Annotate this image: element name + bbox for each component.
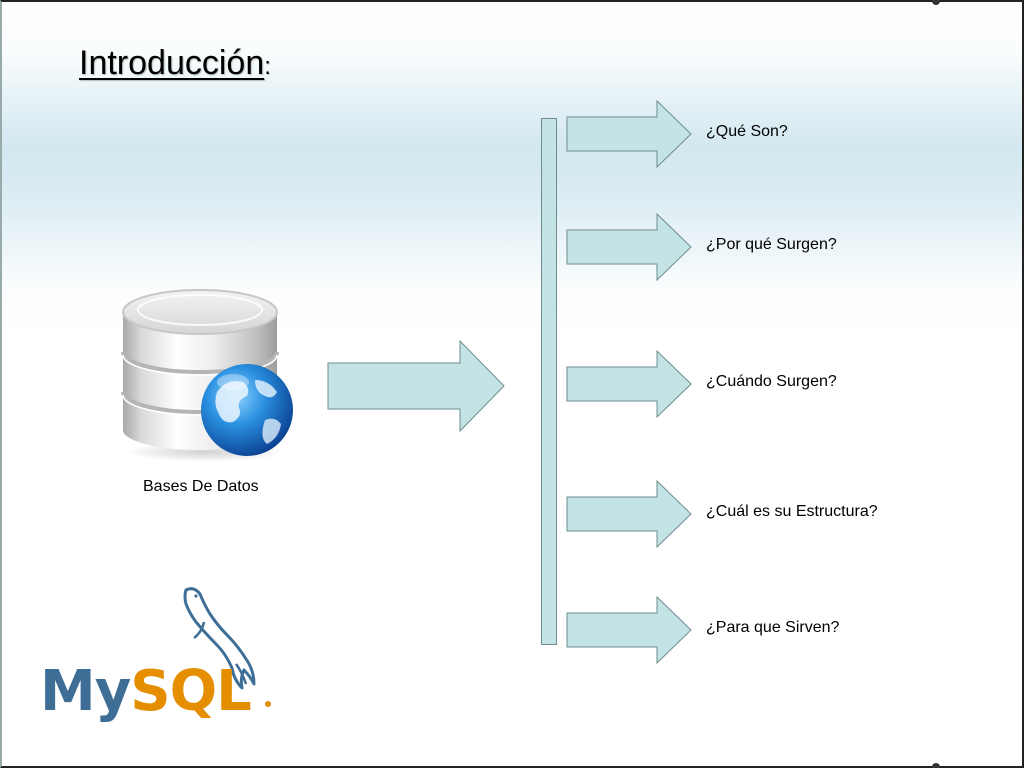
mysql-wordmark: MySQL	[40, 659, 251, 722]
branch-por-que-surgen: ¿Por qué Surgen?	[566, 213, 896, 281]
branch-que-son: ¿Qué Son?	[566, 100, 896, 168]
main-right-arrow	[327, 340, 505, 432]
branch-arrow-icon	[566, 350, 692, 418]
branch-label: ¿Qué Son?	[706, 123, 788, 140]
branch-label: ¿Cuándo Surgen?	[706, 373, 837, 390]
mysql-dolphin-icon	[183, 587, 256, 690]
corner-mark	[932, 763, 940, 768]
title-colon: :	[264, 53, 271, 80]
branch-cual-es-su-estructura: ¿Cuál es su Estructura?	[566, 480, 896, 548]
branch-para-que-sirven: ¿Para que Sirven?	[566, 596, 896, 664]
corner-mark	[932, 0, 940, 5]
branch-label: ¿Por qué Surgen?	[706, 236, 837, 253]
database-globe-icon	[121, 289, 293, 462]
branch-arrow-icon	[566, 596, 692, 664]
branch-cuando-surgen: ¿Cuándo Surgen?	[566, 350, 896, 418]
title-text: Introducción	[79, 44, 265, 82]
database-caption: Bases De Datos	[143, 478, 259, 495]
branch-label: ¿Para que Sirven?	[706, 619, 840, 636]
vertical-connector-bar	[541, 118, 557, 645]
branch-label: ¿Cuál es su Estructura?	[706, 503, 878, 520]
mysql-logo: MySQL	[40, 587, 271, 722]
branch-arrow-icon	[566, 213, 692, 281]
branch-arrow-icon	[566, 480, 692, 548]
branch-arrow-icon	[566, 100, 692, 168]
slide-title: Introducción:	[79, 44, 271, 83]
